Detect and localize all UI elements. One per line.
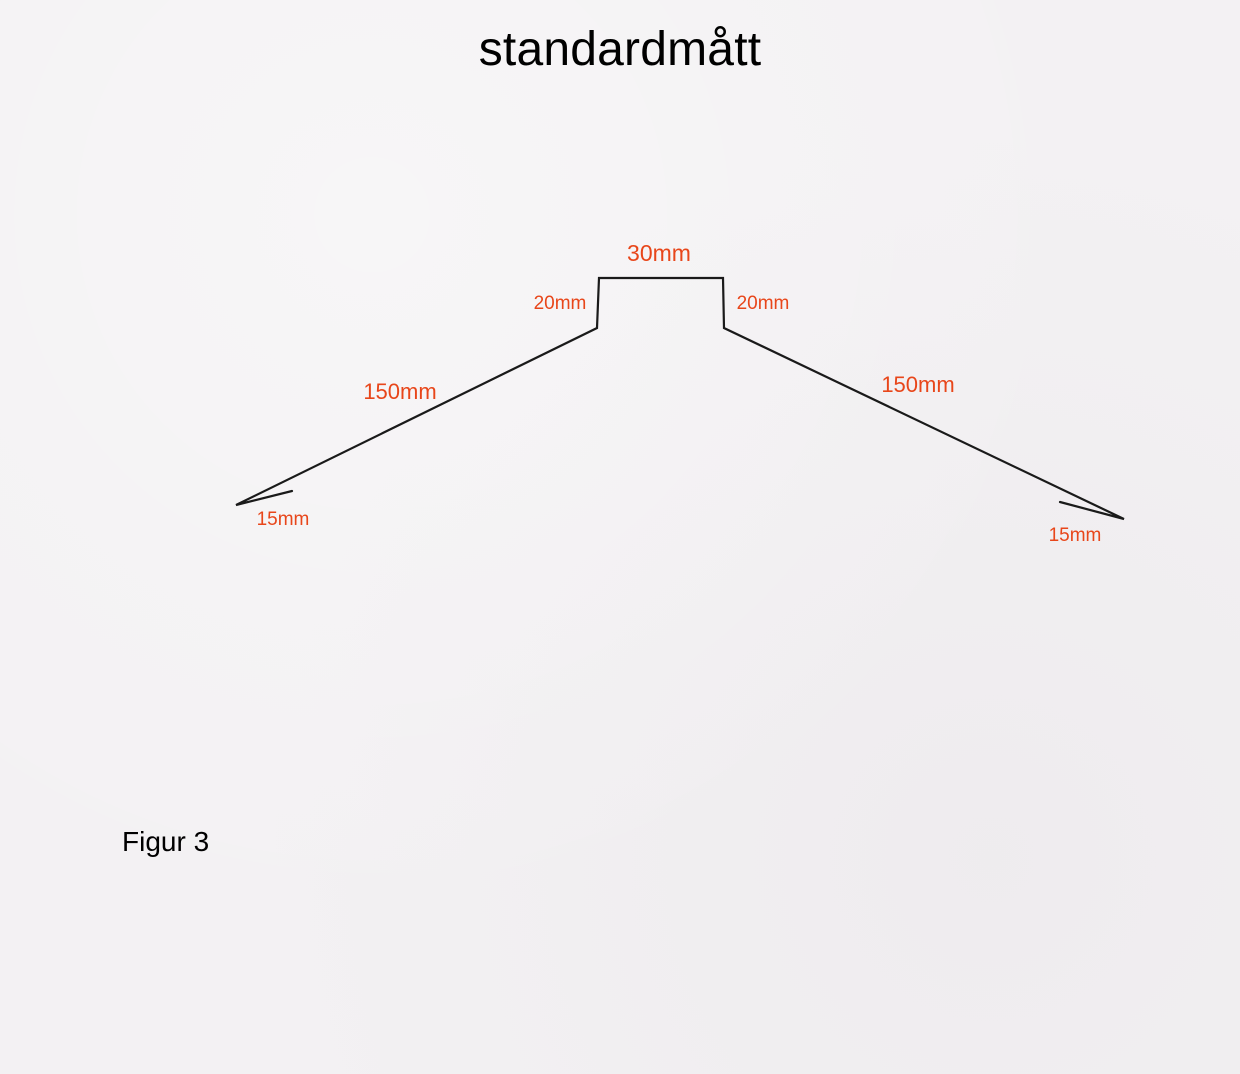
figure-caption: Figur 3 [122, 826, 210, 857]
left-hem-label: 15mm [257, 509, 310, 530]
right-slope-label: 150mm [881, 372, 954, 397]
ridge-profile-line [235, 276, 1125, 521]
top-width-label: 30mm [627, 240, 691, 266]
right-hem-label: 15mm [1049, 525, 1102, 546]
left-riser-label: 20mm [534, 293, 587, 314]
right-riser-label: 20mm [737, 293, 790, 314]
left-slope-label: 150mm [363, 379, 436, 404]
page-title: standardmått [478, 23, 762, 76]
